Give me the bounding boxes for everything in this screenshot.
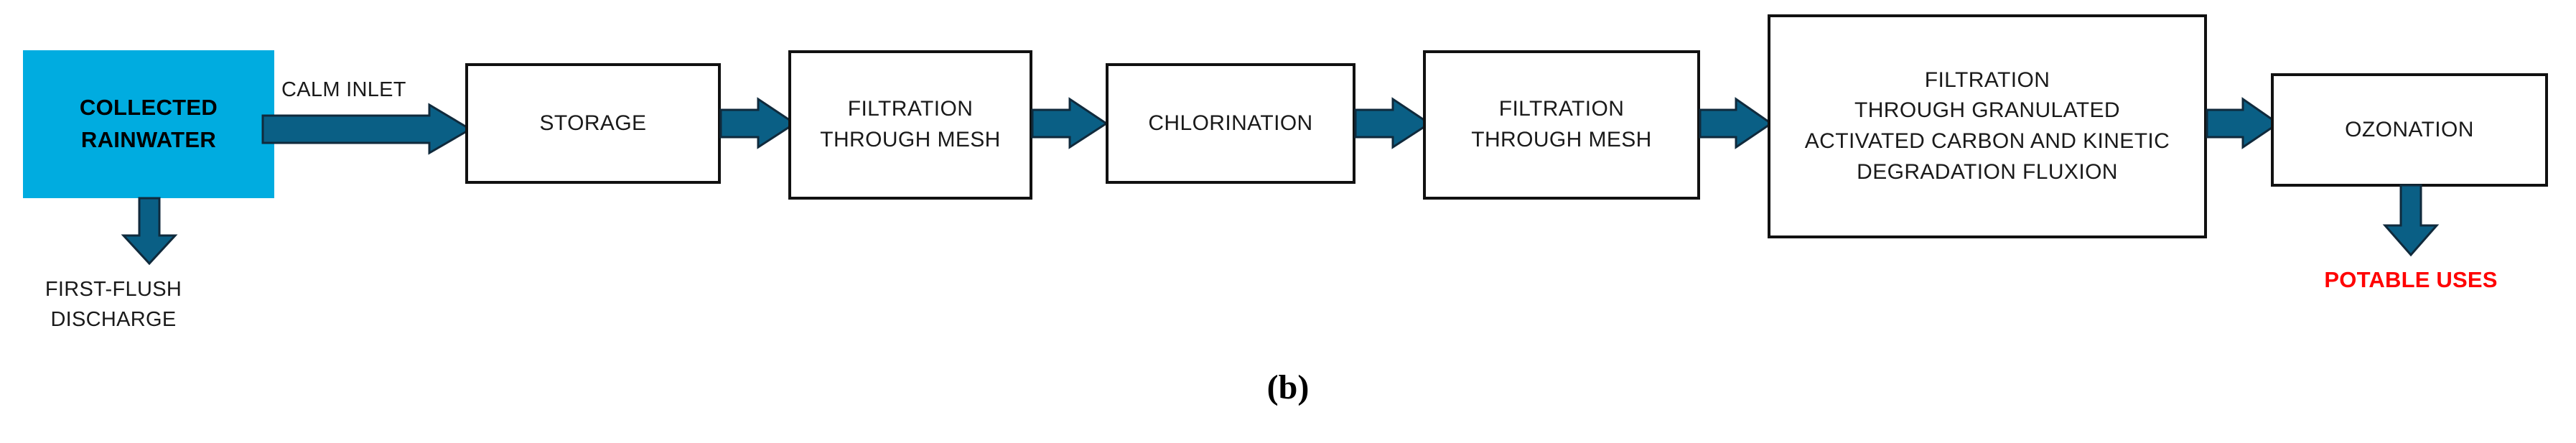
node-chlorination-label: CHLORINATION [1148,111,1313,135]
arrow-right-filtration-1-to-chlorination [1031,97,1109,149]
node-filtration-mesh-2-label: FILTRATION THROUGH MESH [1471,97,1652,151]
arrow-right-filtration-2-to-gac [1699,97,1773,149]
node-storage[interactable]: STORAGE [465,63,721,184]
arrow-down-potable-uses [2382,184,2440,257]
arrow-right-chlorination-to-filtration-2 [1354,97,1432,149]
node-collected-rainwater-label: COLLECTED RAINWATER [79,95,218,152]
arrow-right-rainwater-to-storage [261,103,472,155]
node-filtration-mesh-1[interactable]: FILTRATION THROUGH MESH [788,50,1032,200]
node-filtration-mesh-1-label: FILTRATION THROUGH MESH [820,97,1001,151]
node-chlorination[interactable]: CHLORINATION [1106,63,1355,184]
label-potable-uses: POTABLE USES [2324,267,2498,292]
node-storage-label: STORAGE [539,111,647,135]
node-gac-kinetic-degradation-label: FILTRATION THROUGH GRANULATED ACTIVATED … [1804,67,2170,184]
arrow-right-storage-to-filtration-1 [719,97,797,149]
node-filtration-mesh-2[interactable]: FILTRATION THROUGH MESH [1423,50,1700,200]
arrow-right-gac-to-ozonation [2206,97,2280,149]
arrow-down-first-flush [121,197,178,266]
node-gac-kinetic-degradation[interactable]: FILTRATION THROUGH GRANULATED ACTIVATED … [1768,14,2207,238]
label-first-flush-discharge: FIRST-FLUSH DISCHARGE [45,278,182,332]
node-collected-rainwater[interactable]: COLLECTED RAINWATER [23,50,274,198]
label-calm-inlet: CALM INLET [281,78,406,101]
node-ozonation-label: OZONATION [2345,117,2474,141]
figure-caption: (b) [1266,368,1310,406]
node-ozonation[interactable]: OZONATION [2271,73,2548,187]
